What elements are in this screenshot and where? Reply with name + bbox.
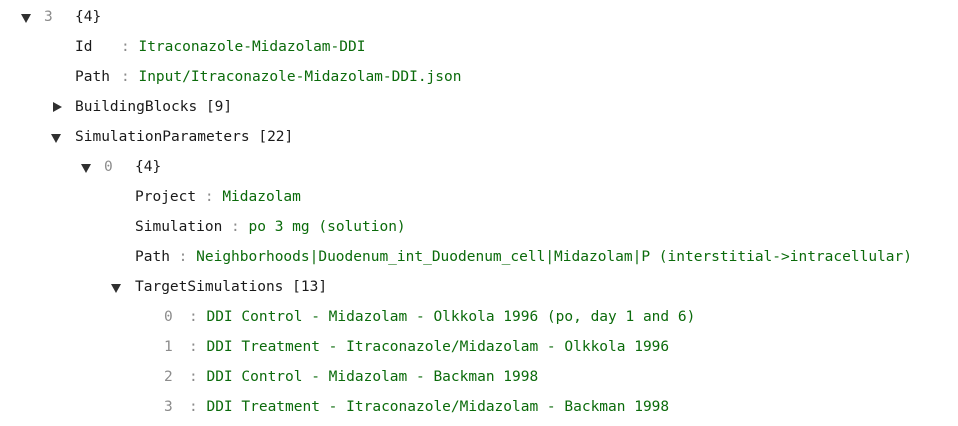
collapse-toggle[interactable] xyxy=(110,272,124,302)
target-value: DDI Control - Midazolam - Backman 1998 xyxy=(206,369,539,385)
target-index: 1 xyxy=(164,339,173,355)
item-index: 3 xyxy=(44,9,53,25)
separator: : xyxy=(121,69,130,85)
id-value: Itraconazole-Midazolam-DDI xyxy=(138,39,366,55)
simulation-key: Simulation xyxy=(135,219,223,235)
item-summary: {4} xyxy=(75,9,102,25)
separator: : xyxy=(178,249,188,265)
item-index: 0 xyxy=(104,159,113,175)
separator: : xyxy=(189,399,198,415)
simulation-parameters-count: [22] xyxy=(258,129,294,145)
chevron-down-icon xyxy=(111,284,121,293)
collapse-toggle[interactable] xyxy=(80,152,94,182)
building-blocks-key: BuildingBlocks xyxy=(75,99,198,115)
simulation-value: po 3 mg (solution) xyxy=(248,219,406,235)
target-index: 0 xyxy=(164,309,173,325)
separator: : xyxy=(189,339,198,355)
path-value: Input/Itraconazole-Midazolam-DDI.json xyxy=(138,69,462,85)
param-path-key: Path xyxy=(135,249,170,265)
target-simulations-count: [13] xyxy=(292,279,328,295)
chevron-down-icon xyxy=(51,134,61,143)
item-summary: {4} xyxy=(135,159,162,175)
separator: : xyxy=(121,39,130,55)
target-index: 2 xyxy=(164,369,173,385)
chevron-down-icon xyxy=(21,14,31,23)
project-key: Project xyxy=(135,189,197,205)
collapse-toggle[interactable] xyxy=(50,122,64,152)
param-path-value: Neighborhoods|Duodenum_int_Duodenum_cell… xyxy=(196,249,912,265)
id-key: Id xyxy=(75,39,93,55)
simulation-parameters-key: SimulationParameters xyxy=(75,129,250,145)
separator: : xyxy=(231,219,240,235)
target-index: 3 xyxy=(164,399,173,415)
target-simulations-key: TargetSimulations xyxy=(135,279,284,295)
collapse-toggle[interactable] xyxy=(20,2,34,32)
separator: : xyxy=(189,309,198,325)
target-value: DDI Treatment - Itraconazole/Midazolam -… xyxy=(206,399,670,415)
target-value: DDI Control - Midazolam - Olkkola 1996 (… xyxy=(206,309,696,325)
building-blocks-count: [9] xyxy=(205,99,233,115)
project-value: Midazolam xyxy=(222,189,301,205)
path-key: Path xyxy=(75,69,110,85)
expand-toggle[interactable] xyxy=(51,92,65,122)
target-value: DDI Treatment - Itraconazole/Midazolam -… xyxy=(206,339,670,355)
chevron-right-icon xyxy=(53,102,62,112)
separator: : xyxy=(204,189,214,205)
separator: : xyxy=(189,369,198,385)
chevron-down-icon xyxy=(81,164,91,173)
